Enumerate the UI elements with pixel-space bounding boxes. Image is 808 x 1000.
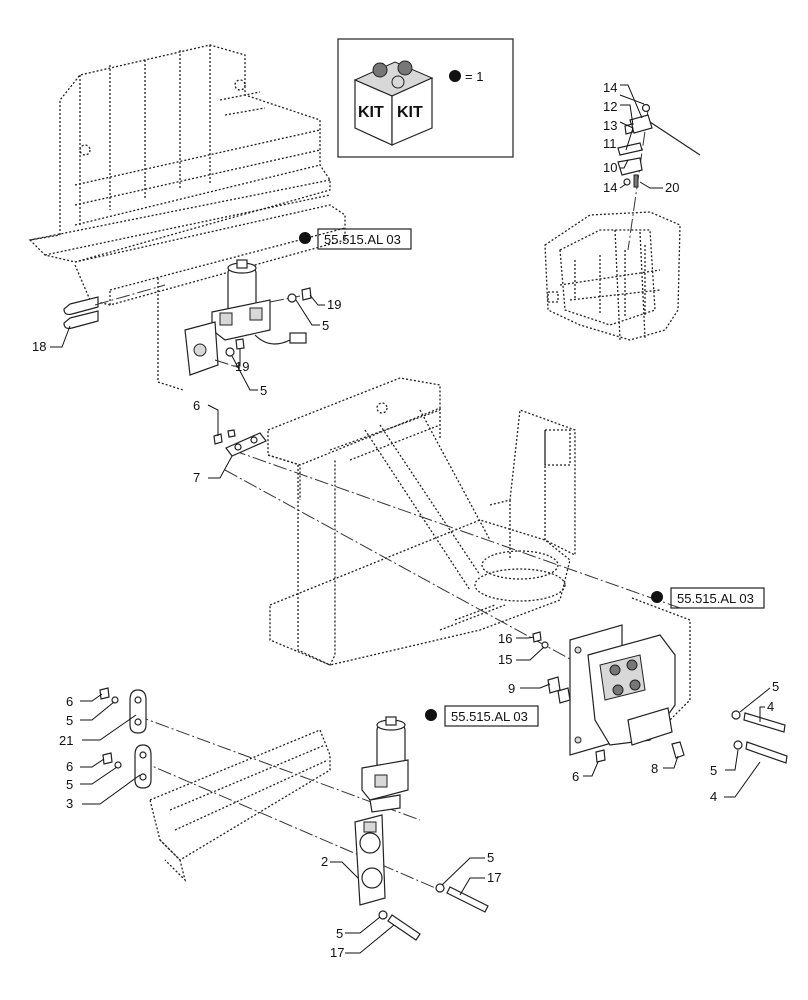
callout-21: 21	[59, 733, 73, 748]
washer-5-top	[287, 293, 297, 303]
callout-3: 3	[66, 796, 73, 811]
callout-5-mid: 5	[260, 383, 267, 398]
valve-assembly-bottom	[361, 716, 409, 813]
callout-11: 11	[603, 136, 617, 151]
callout-8: 8	[651, 761, 658, 776]
screw-16	[532, 631, 542, 643]
nut-6-b	[99, 687, 110, 700]
callout-6-right: 6	[572, 769, 579, 784]
callout-18: 18	[32, 339, 46, 354]
sensor-assembly	[617, 103, 701, 188]
callout-5-bottom-right: 5	[487, 850, 494, 865]
callout-5-left-b: 5	[66, 777, 73, 792]
callout-20: 20	[665, 180, 679, 195]
callout-12: 12	[603, 99, 617, 114]
ref-label-right[interactable]: 55.515.AL 03	[677, 591, 754, 606]
callout-4-right-top: 4	[767, 699, 774, 714]
washer-5-mid	[225, 347, 235, 357]
callout-5-left-a: 5	[66, 713, 73, 728]
ref-box-right[interactable]	[670, 587, 765, 609]
washer-5-e	[111, 696, 119, 704]
valve-assembly-top	[184, 259, 307, 376]
fitting-9-b	[557, 687, 571, 704]
kit-box-icon: KIT KIT	[353, 60, 434, 146]
kit-dot-right	[651, 591, 663, 603]
callout-5-top: 5	[322, 318, 329, 333]
callout-5-right-top: 5	[772, 679, 779, 694]
callout-2: 2	[321, 854, 328, 869]
ref-label-bottom[interactable]: 55.515.AL 03	[451, 709, 528, 724]
callout-13: 13	[603, 118, 617, 133]
nut-19-top	[301, 287, 312, 301]
kit-label-right: KIT	[397, 104, 423, 121]
leader-lines	[50, 84, 771, 954]
plate-21	[129, 689, 147, 734]
bracket-outline-top	[157, 278, 184, 391]
centerline-main-1	[231, 449, 681, 609]
washer-5-f	[114, 761, 122, 769]
nut-6-c	[102, 752, 113, 765]
kit-legend-text: = 1	[465, 69, 483, 84]
callout-19-top: 19	[327, 297, 341, 312]
kit-legend-frame	[337, 38, 514, 158]
frame-top-right	[544, 211, 681, 341]
callout-14-lower: 14	[603, 180, 617, 195]
kit-dot-bottom	[425, 709, 437, 721]
callout-6-top: 6	[193, 398, 200, 413]
callout-16: 16	[498, 631, 512, 646]
nut-6-right	[595, 749, 606, 763]
strap-part-7	[213, 429, 267, 457]
nut-19-mid	[235, 338, 245, 350]
ref-label-top[interactable]: 55.515.AL 03	[324, 232, 401, 247]
frame-center	[267, 377, 576, 666]
callout-10: 10	[603, 160, 617, 175]
callout-labels: 14 12 13 11 10 14 20 19 5 18 19 5 6 7 16…	[32, 80, 779, 960]
bolts-17-bottom	[378, 883, 489, 941]
callout-17-left: 17	[330, 945, 344, 960]
kit-dot-top	[299, 232, 311, 244]
callout-19-mid: 19	[235, 359, 249, 374]
centerline-main-2	[224, 469, 591, 671]
callout-9: 9	[508, 681, 515, 696]
kit-legend: KIT KIT = 1	[337, 38, 514, 158]
valve-block-right	[569, 624, 676, 756]
callout-17-right: 17	[487, 870, 501, 885]
washer-15	[541, 641, 549, 649]
callout-7: 7	[193, 470, 200, 485]
centerline-18	[94, 284, 166, 306]
callout-6-left-a: 6	[66, 694, 73, 709]
frame-top-left	[28, 44, 346, 306]
ref-box-bottom[interactable]	[444, 705, 539, 727]
beam-bottom	[149, 729, 331, 883]
ref-box-top[interactable]	[317, 228, 412, 250]
bolts-4-right	[731, 710, 788, 764]
bolt-8	[671, 741, 685, 759]
kit-label-left: KIT	[358, 104, 384, 121]
callout-14: 14	[603, 80, 617, 95]
plate-3	[134, 744, 152, 789]
callout-4-right-bottom: 4	[710, 789, 717, 804]
kit-dot-icon	[449, 70, 461, 82]
plate-part-2	[354, 814, 386, 906]
callout-5-right-bottom: 5	[710, 763, 717, 778]
callout-6-left-b: 6	[66, 759, 73, 774]
bracket-outline-right	[631, 597, 691, 721]
callout-5-bottom-left: 5	[336, 926, 343, 941]
callout-15: 15	[498, 652, 512, 667]
u-bolt-part-18	[63, 296, 99, 330]
centerline-beam-2	[137, 759, 441, 891]
